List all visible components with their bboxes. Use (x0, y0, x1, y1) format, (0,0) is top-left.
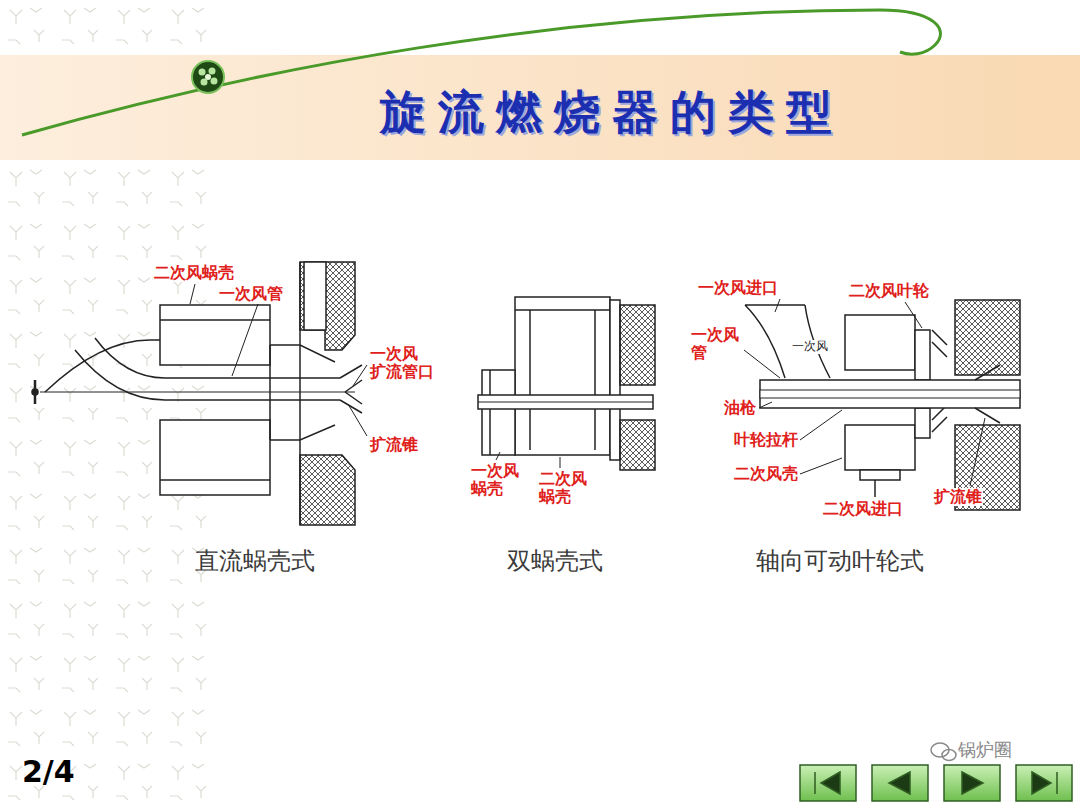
figure-caption: 轴向可动叶轮式 (720, 548, 960, 576)
figure-caption: 双蜗壳式 (435, 548, 675, 576)
watermark: 锅炉圈 (958, 740, 1012, 761)
leader-lines (744, 299, 985, 486)
part-label: 一次风 管 (690, 326, 742, 363)
figure-caption: 直流蜗壳式 (135, 548, 375, 576)
part-label: 一次风管 (218, 285, 284, 303)
nav-buttons (800, 765, 1072, 801)
page-number: 2/4 (22, 755, 75, 790)
part-label: 二次风进口 (822, 500, 904, 518)
leader-lines (190, 284, 367, 436)
part-label: 一次风 蜗壳 (470, 462, 522, 499)
flow-label: 一次风 (791, 340, 829, 354)
part-label: 叶轮拉杆 (733, 431, 799, 449)
double-volute-burner (478, 297, 655, 470)
part-label: 二次风壳 (733, 465, 799, 483)
slide-title: 旋流燃烧器的类型 (380, 86, 844, 139)
part-label: 油枪 (723, 399, 757, 417)
part-label: 扩流锥 (933, 488, 983, 506)
part-label: 二次风蜗壳 (153, 264, 235, 282)
green-ball (192, 61, 224, 93)
part-label: 一次风进口 (697, 279, 779, 297)
part-label: 二次风叶轮 (848, 282, 930, 300)
watermark-icon (931, 743, 956, 761)
part-label: 一次风 扩流管口 (369, 345, 437, 382)
part-label: 二次风 蜗壳 (538, 470, 590, 507)
title-band (0, 55, 1080, 160)
vortex-volute-burner (32, 262, 362, 525)
part-label: 扩流锥 (369, 436, 419, 454)
